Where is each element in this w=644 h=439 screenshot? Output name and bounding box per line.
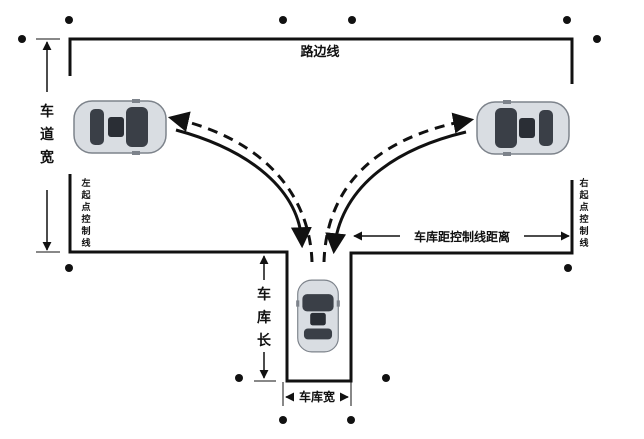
left-car [73,98,167,156]
left-control-char: 制 [81,225,90,237]
right-car [476,99,570,157]
left-boundary-line [68,174,574,383]
left-control-label: 左 起 点 控 制 线 [80,177,91,249]
left-control-char: 点 [81,201,90,213]
garage-length-label-3: 长 [257,332,272,349]
lane-width-label-2: 道 [40,126,54,143]
right-solid-trajectory [325,130,467,255]
left-dashed-trajectory [167,111,314,263]
right-control-char: 点 [579,201,588,213]
lane-width-label-1: 车 [40,103,54,120]
right-control-label: 右 起 点 控 制 线 [578,177,589,249]
corner-dot [65,264,73,272]
corner-dot [564,264,572,272]
corner-dot [279,416,287,424]
corner-dot [382,374,390,382]
corner-dot [348,16,356,24]
corner-dot [65,16,73,24]
corner-dot [347,416,355,424]
right-control-char: 起 [578,189,589,201]
garage-length-dimension [254,251,276,382]
garage-length-label-1: 车 [257,286,271,303]
left-control-char: 左 [80,177,90,189]
road-edge-line [68,37,574,84]
right-control-char: 右 [578,177,588,189]
corner-dot [593,35,601,43]
garage-length-label-2: 库 [257,309,271,326]
right-control-char: 线 [579,237,588,249]
left-control-char: 线 [81,237,90,249]
right-control-char: 制 [579,225,588,237]
left-control-char: 控 [81,213,90,225]
corner-markers [18,16,601,424]
corner-dot [235,374,243,382]
garage-distance-label: 车库距控制线距离 [414,229,510,244]
corner-dot [563,16,571,24]
garage-width-dimension [282,382,352,406]
lane-width-dimension [36,38,60,253]
corner-dot [279,16,287,24]
lane-width-label-3: 宽 [40,149,54,166]
garage-width-label: 车库宽 [299,389,335,404]
road-edge-label: 路边线 [300,44,339,60]
corner-dot [18,35,26,43]
left-solid-trajectory [175,128,312,249]
right-control-char: 控 [579,213,588,225]
garage-car [295,279,341,353]
left-control-char: 起 [80,189,91,201]
